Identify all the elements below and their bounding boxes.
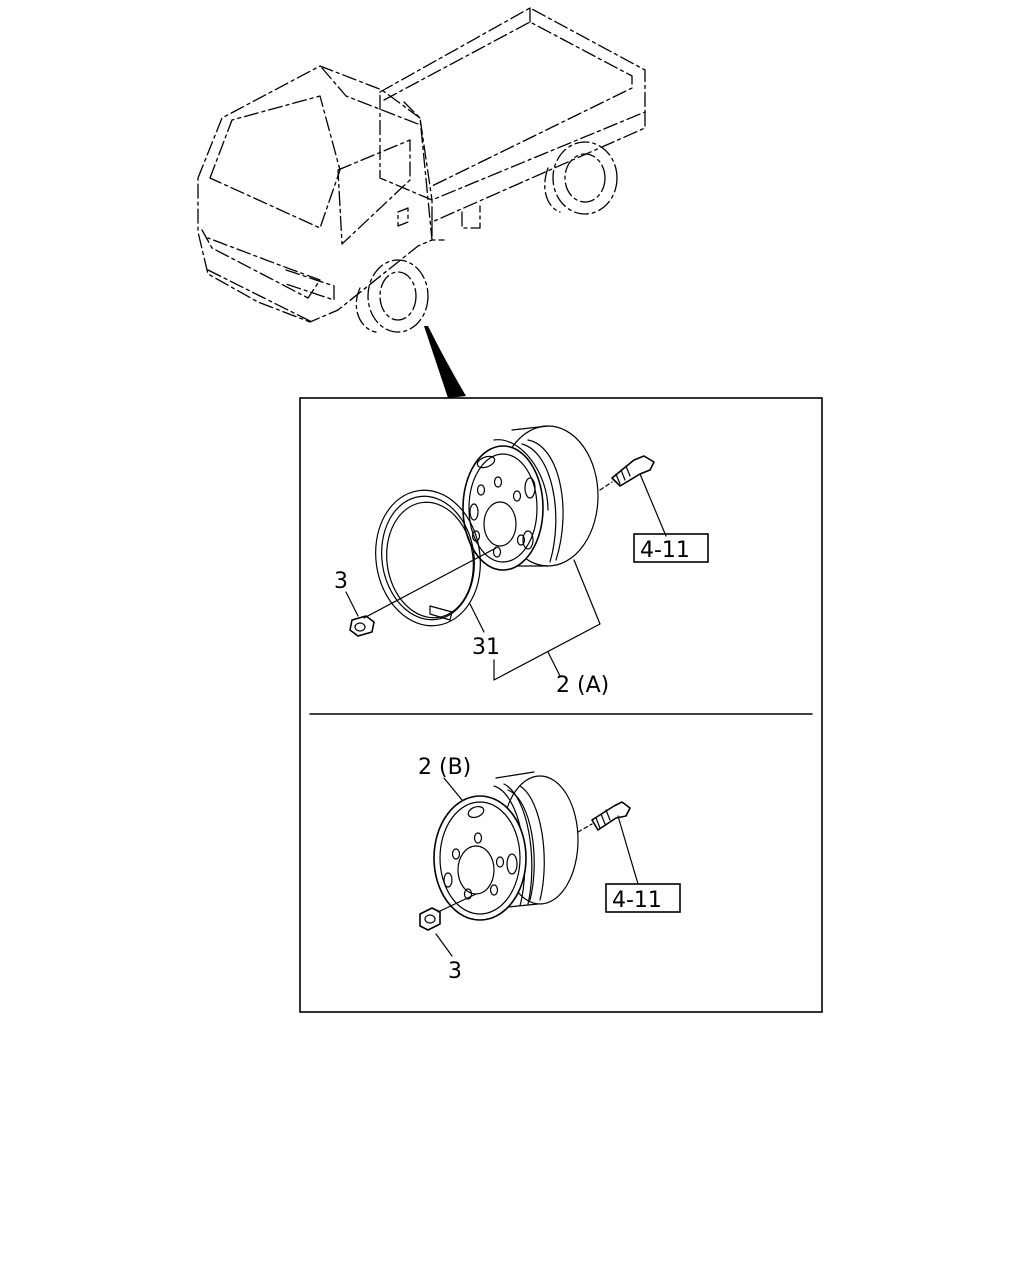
wheel-b xyxy=(433,771,579,921)
callout-nut-lower: 3 xyxy=(448,959,462,984)
truck-illustration xyxy=(197,7,646,398)
lower-wheel-assembly: 2 (B) 3 4-11 xyxy=(418,755,681,984)
nut-upper xyxy=(349,615,375,637)
reference-box-lower: 4-11 xyxy=(605,883,681,913)
diagram-frame xyxy=(299,397,823,1013)
callout-wheel-b: 2 (B) xyxy=(418,755,471,780)
reference-box-upper: 4-11 xyxy=(633,533,709,563)
band-31 xyxy=(375,489,481,627)
nut-lower xyxy=(419,907,441,931)
callout-wheel-a: 2 (A) xyxy=(556,673,609,698)
reference-label-lower: 4-11 xyxy=(612,888,662,913)
wheel-a xyxy=(462,425,599,571)
stud-bolt-lower xyxy=(577,801,631,833)
reference-label-upper: 4-11 xyxy=(640,538,690,563)
callout-band: 31 xyxy=(472,635,500,660)
stud-bolt-upper xyxy=(599,455,655,491)
upper-wheel-assembly: 3 31 2 (A) 4-11 xyxy=(334,425,709,698)
callout-nut-upper: 3 xyxy=(334,569,348,594)
